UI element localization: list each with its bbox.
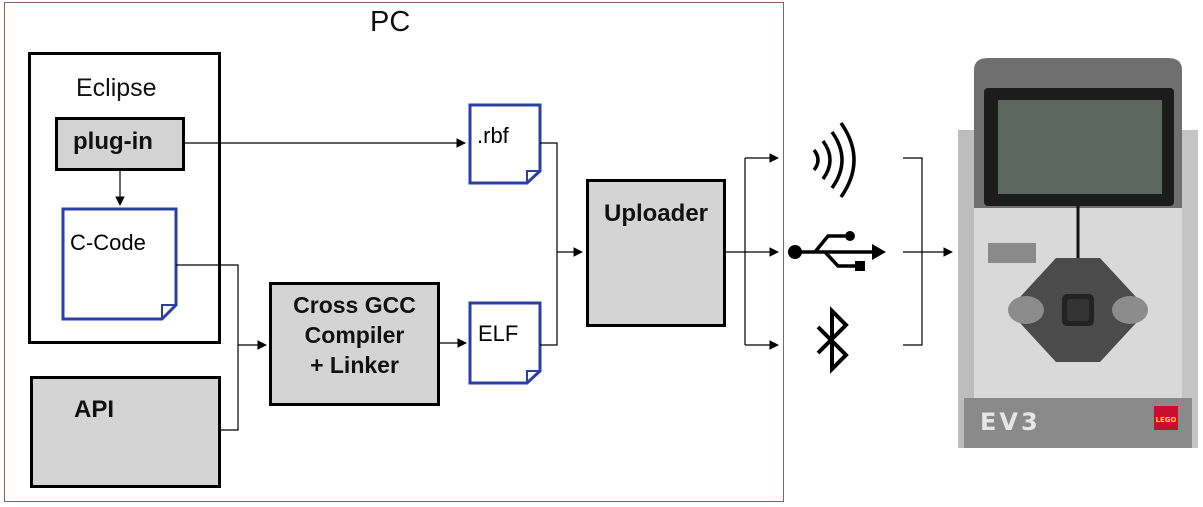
ev3-center-button-inner [1067,299,1089,321]
uploader-box [586,179,726,327]
rbf-label: .rbf [477,123,510,148]
ccode-document: C-Code [61,207,178,321]
ev3-left-button [1008,296,1044,324]
api-box [30,376,221,488]
bracket-rbf-elf [540,142,558,346]
ev3-right-button [1112,296,1148,324]
ev3-brick: EV3 LEGO [958,58,1198,448]
bracket-ccode-api [176,264,239,431]
usb-icon [788,231,886,271]
ev3-left-edge [958,130,974,448]
gcc-line-1: Cross GCC [293,292,416,318]
lego-logo-text: LEGO [1156,416,1177,424]
ev3-screen [998,100,1162,194]
pc-frame [4,2,784,502]
api-label: API [74,396,115,423]
plugin-label: plug-in [73,128,153,155]
gcc-line-3: + Linker [310,352,399,378]
bluetooth-icon [816,306,849,374]
uploader-label: Uploader [603,200,708,227]
ev3-logo-text: EV3 [980,408,1041,436]
pc-title: PC [370,6,411,38]
eclipse-title: Eclipse [76,74,157,102]
rbf-document: .rbf [468,103,542,185]
elf-label: ELF [478,321,518,346]
gcc-line-2: Compiler [304,322,405,348]
lego-logo [1154,406,1178,430]
ev3-right-edge [1182,130,1198,448]
gcc-box [269,282,440,406]
ccode-label: C-Code [70,230,146,255]
plugin-box [55,117,185,171]
gcc-label: Cross GCC Compiler + Linker [269,290,440,380]
wifi-icon [812,121,856,199]
elf-document: ELF [468,301,542,385]
ev3-port [988,243,1036,263]
